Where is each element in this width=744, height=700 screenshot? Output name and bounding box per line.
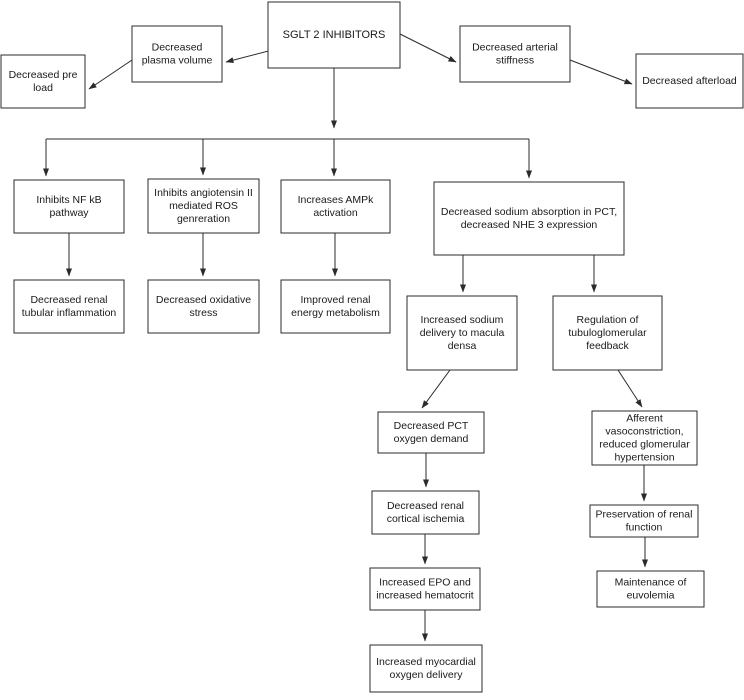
node-sglt2: SGLT 2 INHIBITORS	[267, 1, 401, 69]
node-label-ampk: Increases AMPk	[298, 194, 375, 206]
node-label-euvolemia: Maintenance of	[615, 576, 687, 588]
node-box-energy_metabolism	[280, 279, 391, 334]
node-label-afferent: reduced glomerular	[599, 438, 690, 450]
node-label-renal_function: Preservation of renal	[596, 508, 693, 520]
node-label-pre_load: load	[33, 82, 53, 94]
node-box-sodium_absorption	[433, 181, 625, 256]
node-label-tubuloglomerular: tubuloglomerular	[568, 327, 647, 339]
node-box-euvolemia	[596, 570, 705, 608]
node-label-epo: Increased EPO and	[379, 576, 471, 588]
node-label-arterial_stiffness: Decreased arterial	[472, 41, 558, 53]
node-label-tubuloglomerular: Regulation of	[577, 314, 639, 326]
node-label-angiotensin: mediated ROS	[169, 200, 238, 212]
node-label-epo: increased hematocrit	[376, 589, 474, 601]
node-label-sodium_absorption: decreased NHE 3 expression	[461, 219, 598, 231]
edge-arrow	[399, 33, 457, 63]
node-box-ampk	[280, 179, 391, 234]
node-label-macula_densa: delivery to macula	[420, 327, 505, 339]
node-label-energy_metabolism: energy metabolism	[291, 307, 380, 319]
node-label-afferent: vasoconstriction,	[605, 425, 683, 437]
node-label-pre_load: Decreased pre	[9, 69, 78, 81]
edge-arrow	[88, 59, 133, 90]
node-box-arterial_stiffness	[459, 25, 571, 83]
node-box-afferent	[591, 410, 698, 466]
node-label-nfkb: Inhibits NF kB	[36, 194, 101, 206]
node-box-sglt2	[267, 1, 401, 69]
node-box-macula_densa	[406, 295, 518, 371]
edge-arrow	[421, 369, 451, 409]
node-label-myocardial: oxygen delivery	[390, 669, 464, 681]
node-label-sodium_absorption: Decreased sodium absorption in PCT,	[441, 206, 617, 218]
node-box-nfkb	[13, 179, 125, 234]
node-box-epo	[369, 567, 481, 611]
node-label-macula_densa: Increased sodium	[421, 314, 504, 326]
edge-arrow	[569, 59, 633, 85]
node-box-oxidative_stress	[147, 279, 260, 334]
node-box-afterload	[635, 53, 744, 109]
node-label-oxidative_stress: stress	[189, 307, 217, 319]
node-label-macula_densa: densa	[448, 340, 477, 352]
node-label-oxidative_stress: Decreased oxidative	[156, 294, 251, 306]
node-sodium_absorption: Decreased sodium absorption in PCT,decre…	[433, 181, 625, 256]
node-box-cortical_ischemia	[371, 490, 480, 535]
node-label-afferent: hypertension	[614, 451, 674, 463]
node-label-cortical_ischemia: Decreased renal	[387, 500, 464, 512]
node-box-myocardial	[369, 644, 483, 693]
node-label-arterial_stiffness: stiffness	[496, 54, 534, 66]
node-box-tubular_inflammation	[13, 279, 125, 334]
node-label-plasma_volume: Decreased	[152, 41, 203, 53]
node-label-myocardial: Increased myocardial	[376, 656, 476, 668]
node-label-angiotensin: genreration	[177, 213, 230, 225]
node-label-tubuloglomerular: feedback	[586, 340, 629, 352]
node-box-renal_function	[589, 504, 699, 538]
node-box-angiotensin	[147, 178, 260, 234]
node-label-euvolemia: euvolemia	[627, 589, 675, 601]
node-box-plasma_volume	[131, 25, 223, 83]
node-label-pct_oxygen: Decreased PCT	[394, 420, 469, 432]
node-label-energy_metabolism: Improved renal	[300, 294, 370, 306]
node-label-nfkb: pathway	[49, 207, 89, 219]
node-label-ampk: activation	[313, 207, 358, 219]
node-label-cortical_ischemia: cortical ischemia	[387, 513, 465, 525]
edge-arrow	[617, 369, 643, 408]
node-label-renal_function: function	[626, 521, 663, 533]
node-label-tubular_inflammation: Decreased renal	[30, 294, 107, 306]
node-label-afferent: Afferent	[626, 412, 663, 424]
edges-layer	[43, 33, 648, 642]
node-box-pre_load	[0, 54, 86, 109]
node-label-tubular_inflammation: tubular inflammation	[22, 307, 117, 319]
node-label-sglt2: SGLT 2 INHIBITORS	[283, 29, 386, 41]
node-label-angiotensin: Inhibits angiotensin II	[154, 187, 253, 199]
node-label-pct_oxygen: oxygen demand	[394, 433, 469, 445]
node-label-plasma_volume: plasma volume	[142, 54, 213, 66]
node-afterload: Decreased afterload	[635, 53, 744, 109]
node-box-tubuloglomerular	[552, 295, 663, 371]
node-label-afterload: Decreased afterload	[642, 75, 737, 87]
node-box-pct_oxygen	[377, 411, 485, 454]
